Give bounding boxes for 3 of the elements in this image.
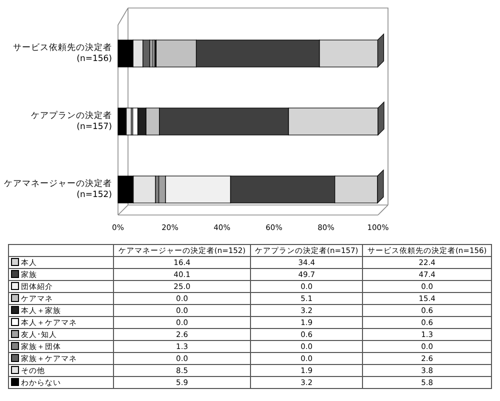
category-label: サービス依頼先の決定者(n=156) [12,42,112,64]
category-label: ケアマネージャーの決定者(n=152) [3,178,112,200]
category-label: ケアプランの決定者(n=157) [30,110,112,132]
